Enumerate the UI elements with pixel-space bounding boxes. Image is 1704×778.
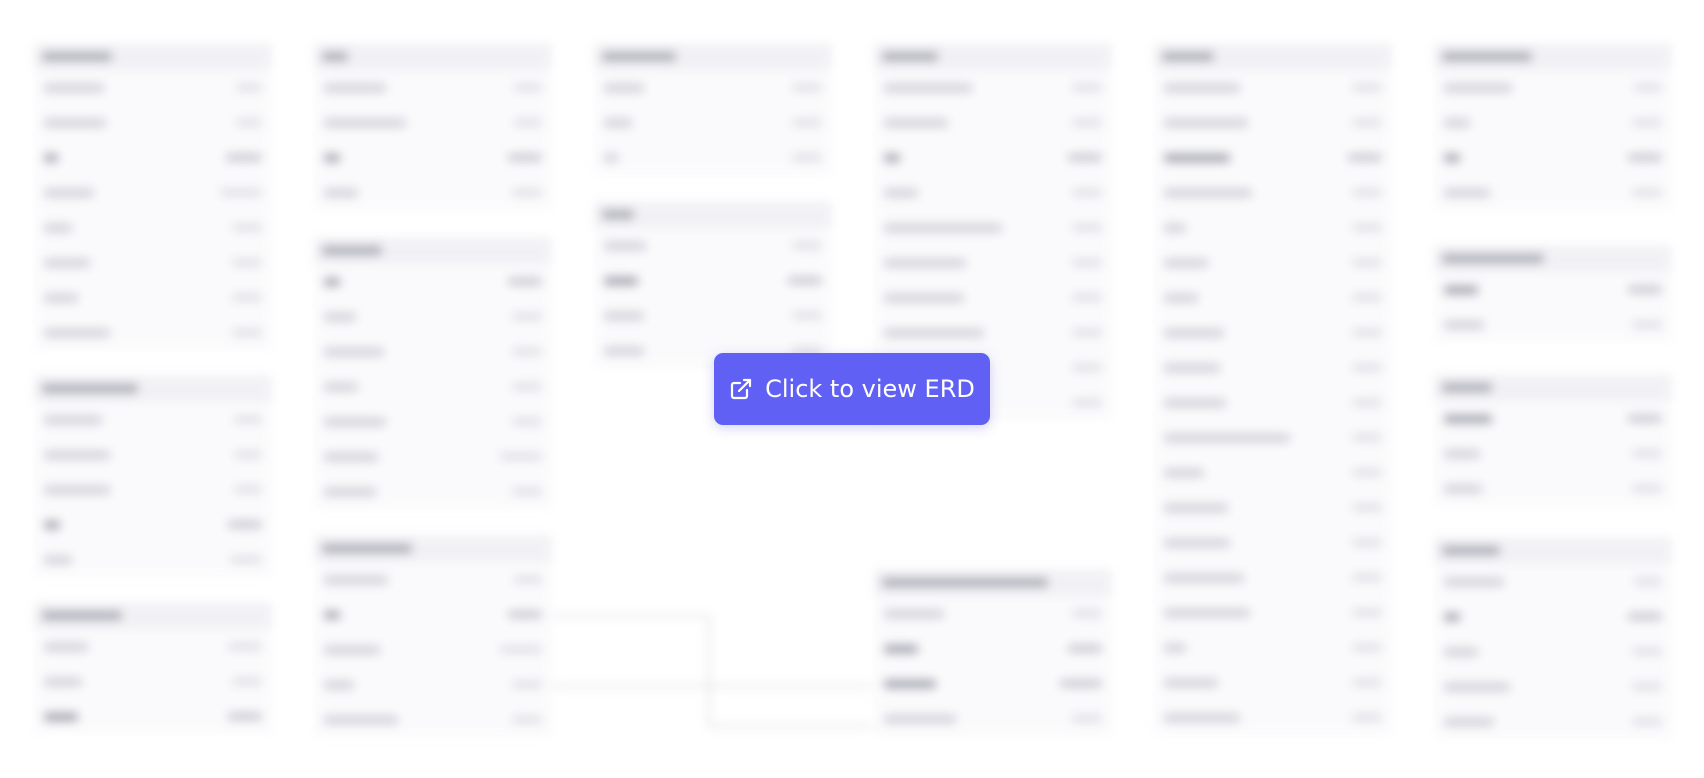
relationship-line <box>552 615 709 617</box>
erd-table <box>594 201 832 368</box>
erd-table <box>34 602 272 734</box>
erd-table <box>34 43 272 350</box>
relationship-line <box>552 685 872 687</box>
erd-table <box>314 535 552 737</box>
view-erd-label: Click to view ERD <box>765 375 975 403</box>
erd-table <box>1434 245 1672 342</box>
erd-table <box>1434 43 1672 210</box>
erd-table <box>314 43 552 210</box>
erd-table <box>1434 374 1672 506</box>
relationship-line <box>708 615 710 727</box>
erd-table <box>874 569 1112 736</box>
erd-table <box>1154 43 1392 735</box>
erd-table <box>1434 537 1672 739</box>
view-erd-button[interactable]: Click to view ERD <box>714 353 990 425</box>
erd-table <box>594 43 832 175</box>
relationship-line <box>708 725 872 727</box>
external-link-icon <box>729 377 753 401</box>
erd-table <box>314 237 552 509</box>
erd-table <box>34 375 272 577</box>
